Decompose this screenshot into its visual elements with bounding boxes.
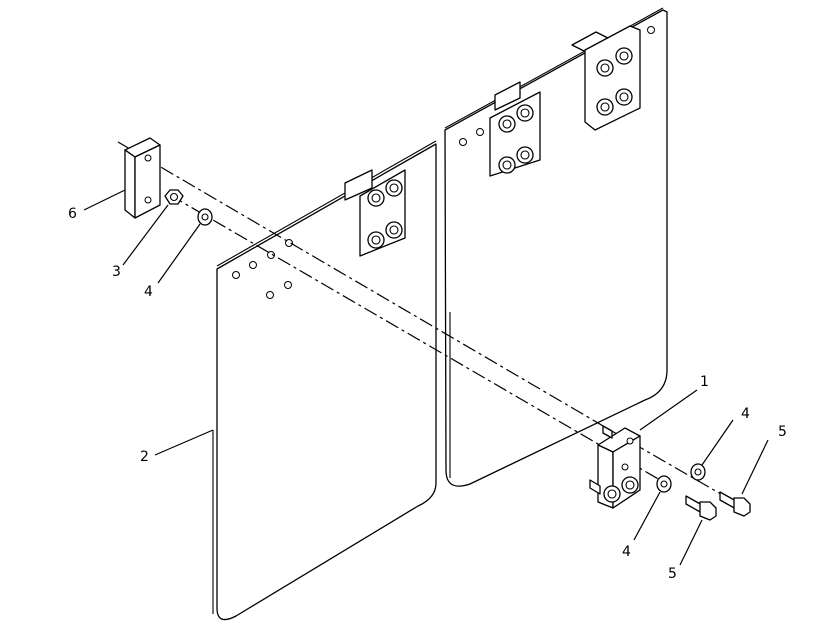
callout-5-right: 5 — [778, 424, 787, 440]
front-flap-bolts — [367, 179, 403, 249]
washer-right-upper — [690, 463, 706, 481]
callout-1: 1 — [700, 374, 709, 390]
front-mud-flap — [212, 140, 437, 621]
bolt-head — [385, 221, 403, 239]
callout-5-lower: 5 — [668, 566, 677, 582]
callout-labels: 6 3 4 2 1 4 5 4 5 — [68, 206, 787, 582]
bolt-head — [615, 88, 633, 106]
bolt-head — [516, 146, 534, 164]
rear-flap-bolts — [498, 47, 633, 174]
callout-2: 2 — [140, 449, 149, 465]
bolt-head — [596, 59, 614, 77]
bolt-head — [498, 115, 516, 133]
bolt-head — [615, 47, 633, 65]
callout-4-lower: 4 — [622, 544, 631, 560]
bolt-head — [603, 485, 621, 503]
bolt-right-upper — [719, 491, 751, 517]
callout-3: 3 — [112, 264, 121, 280]
bolt-head — [596, 98, 614, 116]
end-bracket-left — [124, 137, 161, 219]
washer-right-lower — [656, 475, 672, 493]
bolt-head — [367, 189, 385, 207]
bolt-right-lower — [685, 495, 717, 521]
washer-left — [197, 208, 213, 226]
bolt-head — [516, 104, 534, 122]
bolt-head — [498, 156, 516, 174]
callout-4-upper-right: 4 — [741, 406, 750, 422]
nut-left — [164, 189, 184, 205]
bolt-head — [621, 476, 639, 494]
right-bracket-bolts — [589, 476, 639, 503]
bolt-head — [385, 179, 403, 197]
bolt-head — [367, 231, 385, 249]
callout-leaders — [83, 189, 769, 566]
callout-6: 6 — [68, 206, 77, 222]
callout-4-left: 4 — [144, 284, 153, 300]
